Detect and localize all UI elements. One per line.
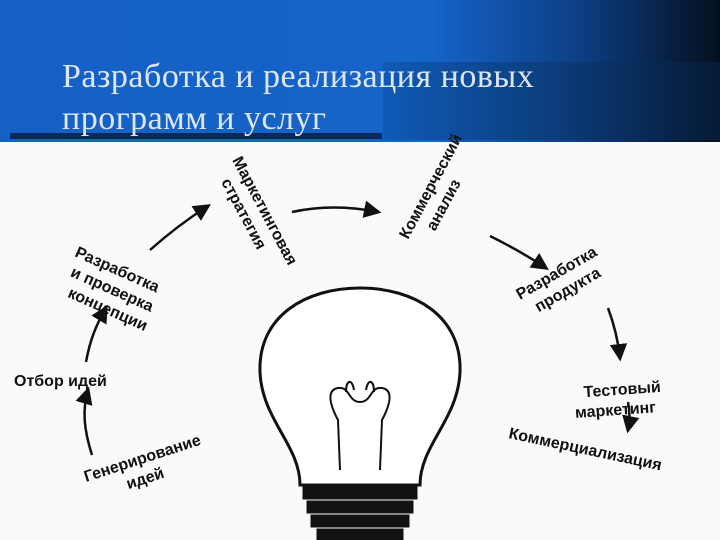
stage-test-marketing-line-1: Тестовый [583, 379, 661, 401]
arrow-generation-to-selection [75, 386, 94, 456]
arrow-concept-to-strategy [149, 204, 211, 251]
slide-title-line-2: программ и услуг [62, 100, 327, 137]
arrow-selection-to-concept [84, 304, 108, 363]
title-right-strip [383, 62, 720, 140]
title-underline [10, 133, 382, 139]
arrow-analysis-to-product [489, 234, 549, 270]
arrow-strategy-to-analysis [291, 200, 382, 218]
slide-title-line-1: Разработка и реализация новых [62, 58, 535, 95]
slide-title: Разработка и реализация новых программ и… [62, 56, 682, 140]
stage-idea-selection: Отбор идей [14, 373, 107, 390]
stage-test-marketing-line-2: маркетинг [574, 399, 656, 422]
arrow-test-to-commercialization [622, 401, 640, 434]
arrow-product-to-test [606, 307, 628, 362]
stage-commercialization: Коммерциализация [507, 425, 663, 474]
light-bulb-icon [258, 286, 462, 540]
